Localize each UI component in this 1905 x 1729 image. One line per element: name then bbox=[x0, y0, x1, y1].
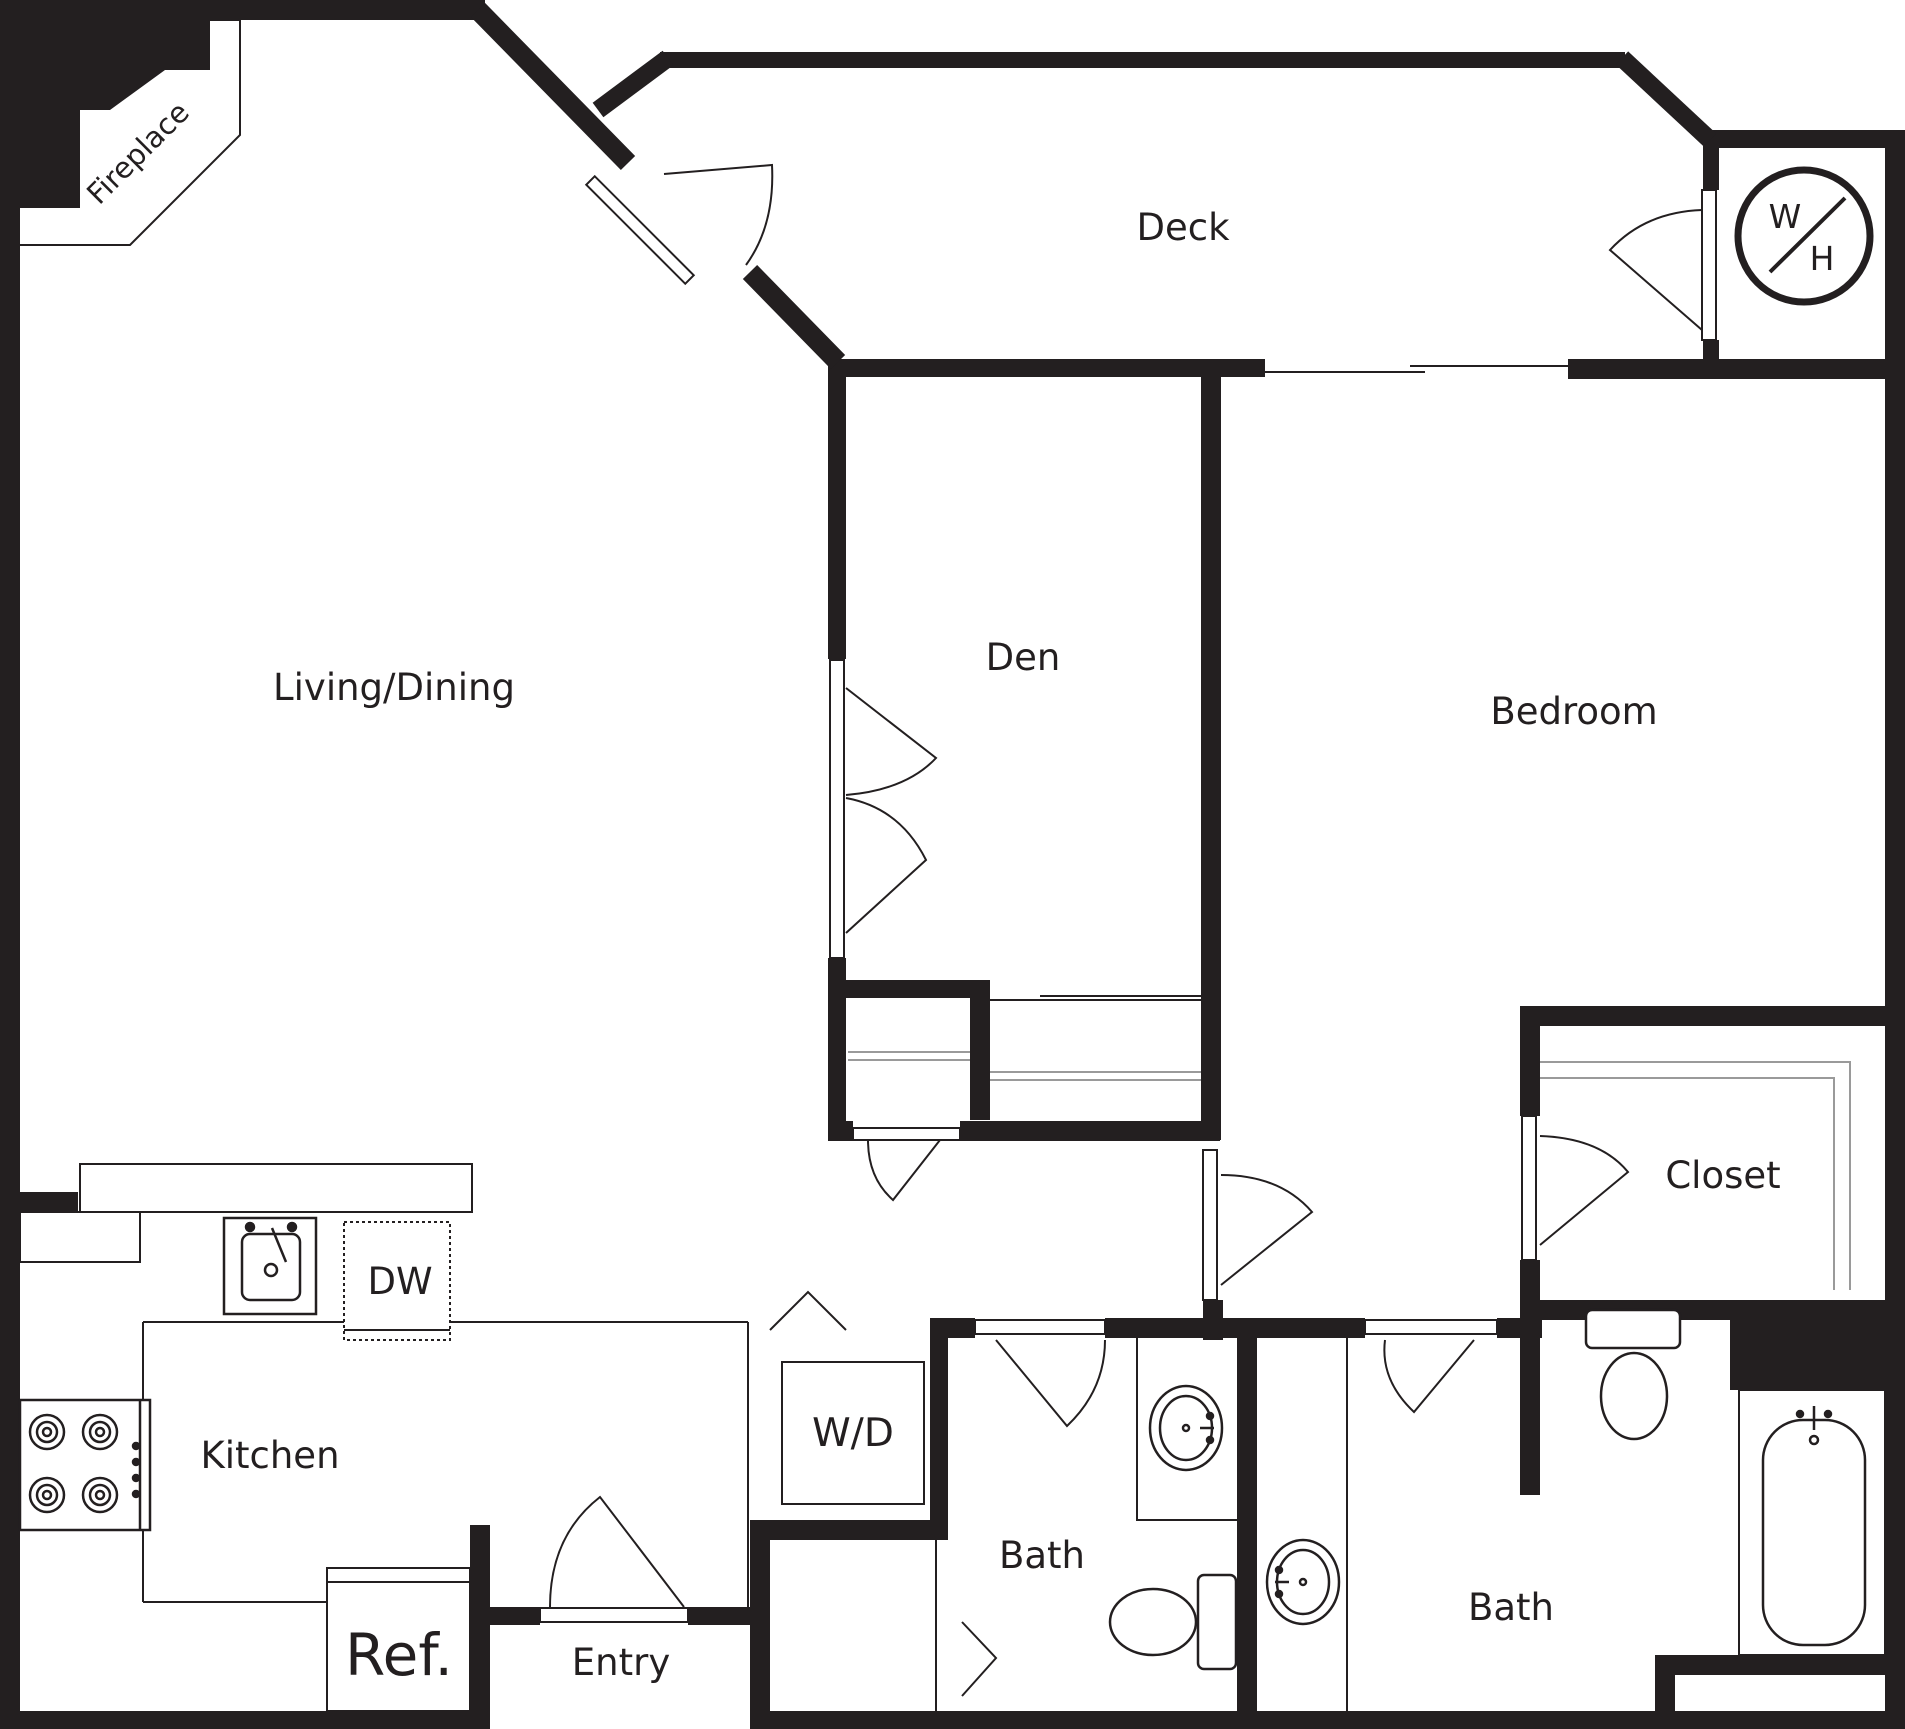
label-bedroom: Bedroom bbox=[1490, 690, 1657, 733]
diagonal-walls bbox=[470, 2, 1717, 369]
label-bath-left: Bath bbox=[999, 1534, 1085, 1577]
wall-bottom bbox=[0, 1711, 490, 1729]
wall-tub-block bbox=[1730, 1300, 1905, 1390]
wh-door-swing bbox=[1608, 209, 1703, 331]
wall-bath-top-c bbox=[1203, 1300, 1223, 1340]
den-closet-door-swing bbox=[867, 1139, 943, 1202]
label-living-dining: Living/Dining bbox=[273, 666, 515, 709]
door-swings bbox=[549, 163, 1703, 1608]
wall-deck-bottom-b bbox=[1568, 359, 1905, 379]
wall-den-closet-mid bbox=[970, 980, 990, 1120]
wall-closet-left-bottom bbox=[1520, 1260, 1540, 1495]
wall-den-left-bottom bbox=[828, 958, 846, 1138]
label-wh-top: W bbox=[1769, 197, 1802, 236]
bathtub-icon bbox=[1761, 1406, 1867, 1647]
deck-door-opening bbox=[584, 174, 696, 286]
wd-access-chevron bbox=[769, 1290, 847, 1331]
wall-deck-top bbox=[660, 52, 1625, 68]
wall-hall-left bbox=[750, 1520, 770, 1729]
bath-left-door-swing bbox=[995, 1339, 1106, 1428]
bath-right-door-opening bbox=[1364, 1319, 1498, 1335]
windows bbox=[326, 174, 1717, 1712]
wall-ref-right bbox=[470, 1525, 490, 1729]
fixtures bbox=[19, 19, 1886, 1711]
wall-entry-top-right bbox=[688, 1607, 758, 1625]
wall-diagonal-living-low bbox=[742, 265, 846, 369]
entry-door-swing bbox=[549, 1495, 685, 1608]
closet-door-opening bbox=[1521, 1115, 1537, 1261]
label-fireplace: Fireplace bbox=[80, 95, 196, 211]
wall-jog-a bbox=[1655, 1655, 1905, 1675]
den-door-swing-1 bbox=[845, 687, 938, 796]
closet-door-swing bbox=[1539, 1135, 1630, 1246]
bath-right-toilet-icon bbox=[1584, 1308, 1682, 1441]
deck-door-swing bbox=[663, 163, 774, 266]
wall-wh-top bbox=[1703, 130, 1905, 148]
label-den: Den bbox=[986, 636, 1061, 679]
wall-wd-bottom bbox=[750, 1520, 948, 1540]
bedroom-door-swing bbox=[1220, 1174, 1314, 1286]
dishwasher bbox=[343, 1221, 451, 1341]
bath-left-vanity bbox=[1136, 1338, 1237, 1521]
wall-deck-bottom-a bbox=[830, 359, 1265, 377]
bath-right-sink-icon bbox=[1265, 1538, 1341, 1626]
kitchen-counter-top bbox=[79, 1163, 473, 1213]
label-entry: Entry bbox=[572, 1641, 670, 1684]
wall-den-left-top bbox=[828, 359, 846, 659]
bedroom-door-opening bbox=[1202, 1149, 1218, 1301]
wall-den-right bbox=[1201, 370, 1221, 1140]
hearth-outline bbox=[20, 19, 241, 246]
fireplace-mass bbox=[20, 20, 210, 208]
wall-entry-top-left bbox=[470, 1607, 540, 1625]
den-door-opening bbox=[829, 659, 845, 959]
washer-dryer bbox=[781, 1361, 925, 1505]
wall-kitchen-stub bbox=[0, 1192, 78, 1212]
wall-bath-top-b bbox=[1105, 1318, 1365, 1338]
bath-left-linen-chevron bbox=[961, 1621, 998, 1697]
entry-door-opening bbox=[539, 1607, 689, 1623]
wall-deck-left-diag bbox=[592, 50, 674, 118]
wall-den-bottom-a bbox=[828, 1121, 853, 1141]
label-bath-right: Bath bbox=[1468, 1586, 1554, 1629]
toilet-icon bbox=[1108, 1573, 1238, 1671]
wall-closet-left-top bbox=[1520, 1006, 1540, 1116]
bath-left-door-opening bbox=[974, 1319, 1106, 1335]
stove-icon bbox=[18, 1398, 152, 1532]
wall-wh-left bbox=[1703, 130, 1719, 190]
wall-top-living bbox=[0, 0, 485, 20]
water-heater-icon bbox=[1734, 166, 1874, 306]
wall-wd-right bbox=[930, 1318, 948, 1538]
label-wh-bottom: H bbox=[1810, 239, 1835, 278]
ref-box bbox=[326, 1567, 471, 1712]
bath-left-sink-icon bbox=[1148, 1384, 1224, 1472]
label-dishwasher: DW bbox=[367, 1260, 432, 1303]
label-washer-dryer: W/D bbox=[812, 1411, 894, 1456]
bath-right-door-swing bbox=[1383, 1339, 1475, 1414]
wall-deck-right-diag bbox=[1615, 51, 1717, 147]
label-kitchen: Kitchen bbox=[200, 1434, 339, 1477]
wh-door-opening bbox=[1701, 189, 1717, 341]
closet-shelf bbox=[1540, 1061, 1851, 1290]
wall-bath-divider bbox=[1237, 1320, 1257, 1729]
sink-icon bbox=[222, 1216, 318, 1316]
tub-surround bbox=[1738, 1389, 1886, 1656]
label-deck: Deck bbox=[1136, 206, 1230, 249]
label-closet: Closet bbox=[1665, 1154, 1780, 1197]
kitchen-counter-left bbox=[19, 1211, 141, 1263]
wall-den-bottom-b bbox=[960, 1121, 1220, 1141]
wall-closet-top bbox=[1520, 1006, 1905, 1026]
wall-diagonal-living bbox=[470, 2, 636, 171]
wall-bottom-2 bbox=[750, 1711, 1905, 1729]
wall-jog-b bbox=[1655, 1655, 1675, 1729]
den-closet-door-opening bbox=[852, 1127, 961, 1141]
wall-bath-top-d bbox=[1497, 1318, 1542, 1338]
wall-left bbox=[0, 0, 20, 1729]
wall-den-closet-top bbox=[828, 980, 988, 998]
closet-shelf-2 bbox=[1540, 1077, 1835, 1290]
den-door-swing-2 bbox=[845, 797, 928, 934]
label-refrigerator: Ref. bbox=[345, 1621, 453, 1689]
